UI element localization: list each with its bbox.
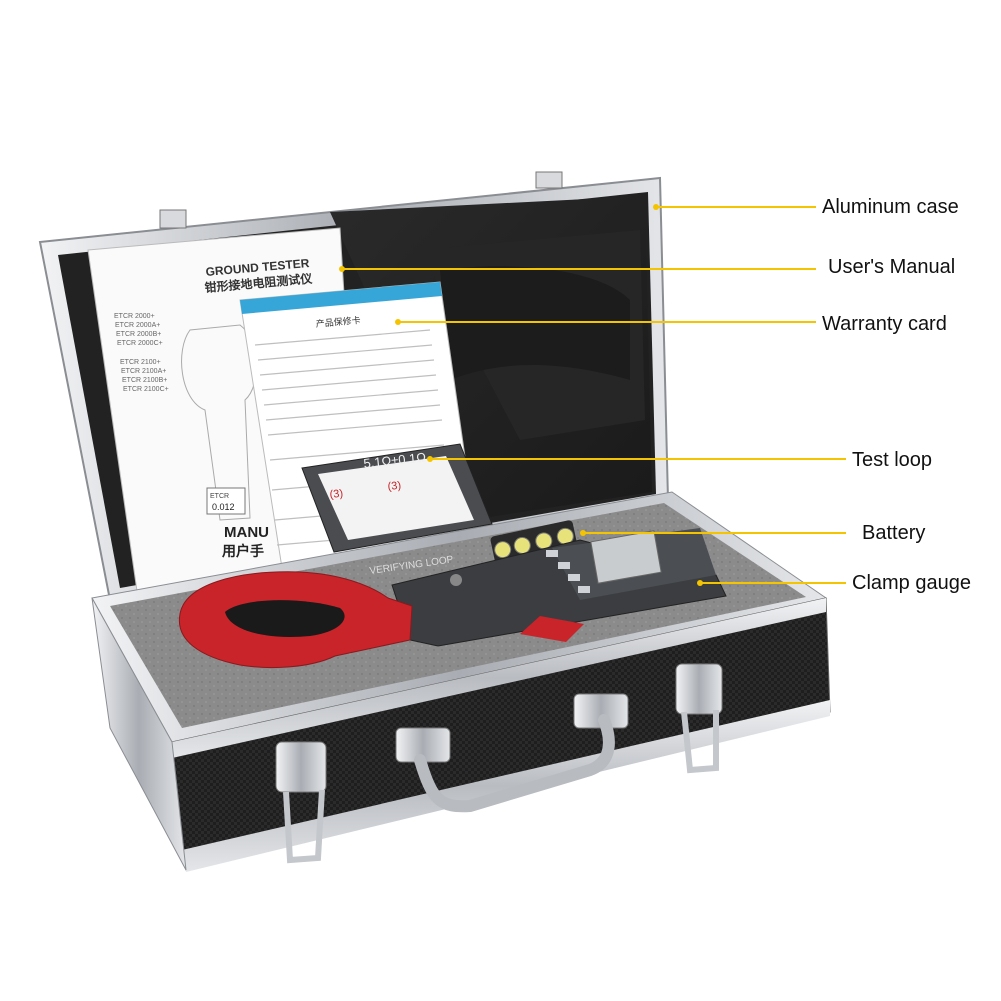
test-loop-marking-right: (3) bbox=[387, 480, 402, 493]
label-users-manual: User's Manual bbox=[828, 256, 956, 278]
svg-text:ETCR 2000B+: ETCR 2000B+ bbox=[116, 331, 161, 338]
callout-lines bbox=[339, 204, 846, 586]
gauge-display bbox=[590, 530, 662, 584]
case-handle bbox=[395, 693, 629, 813]
label-warranty-card: Warranty card bbox=[822, 313, 947, 335]
warranty-text-lines bbox=[254, 329, 452, 546]
svg-text:ETCR 2100A+: ETCR 2100A+ bbox=[121, 368, 166, 375]
clamp-gauge bbox=[178, 528, 727, 669]
warranty-title: 产品保修卡 bbox=[315, 314, 361, 329]
svg-text:ETCR 2100+: ETCR 2100+ bbox=[120, 359, 161, 366]
manual-bottom-en: MANU bbox=[224, 524, 269, 541]
manual-meter-reading: 0.012 bbox=[212, 502, 235, 512]
manual-bottom-cn: 用户手 bbox=[222, 543, 264, 559]
label-aluminum-case: Aluminum case bbox=[822, 196, 959, 218]
label-test-loop: Test loop bbox=[852, 449, 933, 471]
svg-text:ETCR 2000A+: ETCR 2000A+ bbox=[115, 322, 160, 329]
lid-hinge-right bbox=[535, 171, 563, 189]
svg-text:ETCR 2100C+: ETCR 2100C+ bbox=[123, 386, 169, 393]
latch-left bbox=[275, 741, 327, 864]
manual-models-b: ETCR 2100+ ETCR 2100A+ ETCR 2100B+ ETCR … bbox=[120, 359, 169, 393]
manual-meter-drawing: ETCR 0.012 bbox=[181, 324, 257, 521]
test-loop-rating: 5.1Ω±0.1Ω bbox=[363, 449, 427, 471]
svg-text:ETCR 2100B+: ETCR 2100B+ bbox=[122, 377, 167, 384]
svg-text:ETCR 2000C+: ETCR 2000C+ bbox=[117, 340, 163, 347]
label-clamp-gauge: Clamp gauge bbox=[852, 572, 971, 594]
svg-text:ETCR 2000+: ETCR 2000+ bbox=[114, 313, 155, 320]
lid-hinge-left bbox=[159, 209, 187, 229]
gauge-buttons bbox=[546, 550, 590, 593]
latch-right bbox=[675, 663, 723, 774]
manual-meter-brand: ETCR bbox=[210, 493, 229, 500]
label-battery: Battery bbox=[862, 522, 926, 544]
test-loop-marking-left: (3) bbox=[329, 488, 344, 501]
manual-models-a: ETCR 2000+ ETCR 2000A+ ETCR 2000B+ ETCR … bbox=[114, 313, 163, 347]
batteries bbox=[490, 520, 578, 566]
